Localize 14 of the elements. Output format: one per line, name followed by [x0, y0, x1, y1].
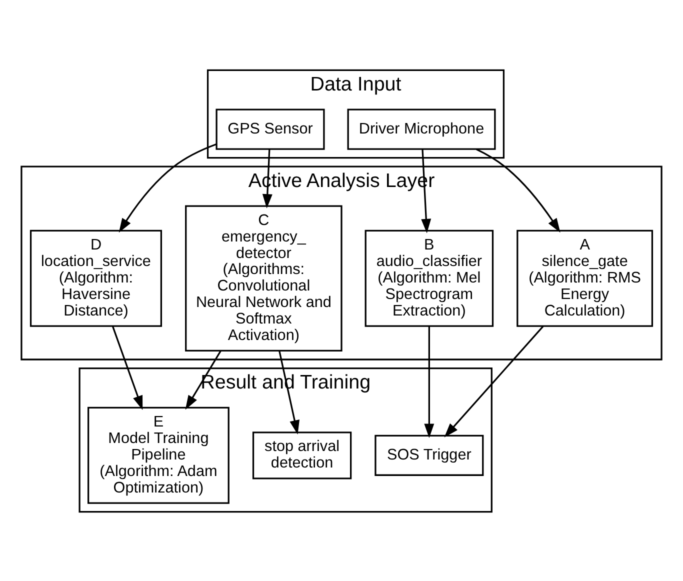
- arrow: [185, 350, 222, 410]
- node-box: D location_service (Algorithm: Haversine Distance): [30, 229, 162, 326]
- node-box: stop arrival detection: [252, 431, 352, 479]
- arrow: [118, 143, 217, 232]
- node-box: B audio_classifier (Algorithm: Mel Spectrogram Extraction): [364, 229, 494, 326]
- node-box: GPS Sensor: [216, 108, 325, 150]
- arrow: [424, 326, 434, 438]
- node-box: E Model Training Pipeline (Algorithm: Adam Optimization): [88, 406, 230, 504]
- node-box: C emergency_ detector (Algorithms: Convolutional Neural Network and Softmax Activation): [185, 204, 342, 352]
- node-box: SOS Trigger: [374, 434, 484, 476]
- arrow: [112, 326, 143, 410]
- arrow: [444, 325, 544, 437]
- node-box: Driver Microphone: [347, 108, 496, 150]
- node-box: A silence_gate (Algorithm: RMS Energy Calculation): [516, 229, 654, 326]
